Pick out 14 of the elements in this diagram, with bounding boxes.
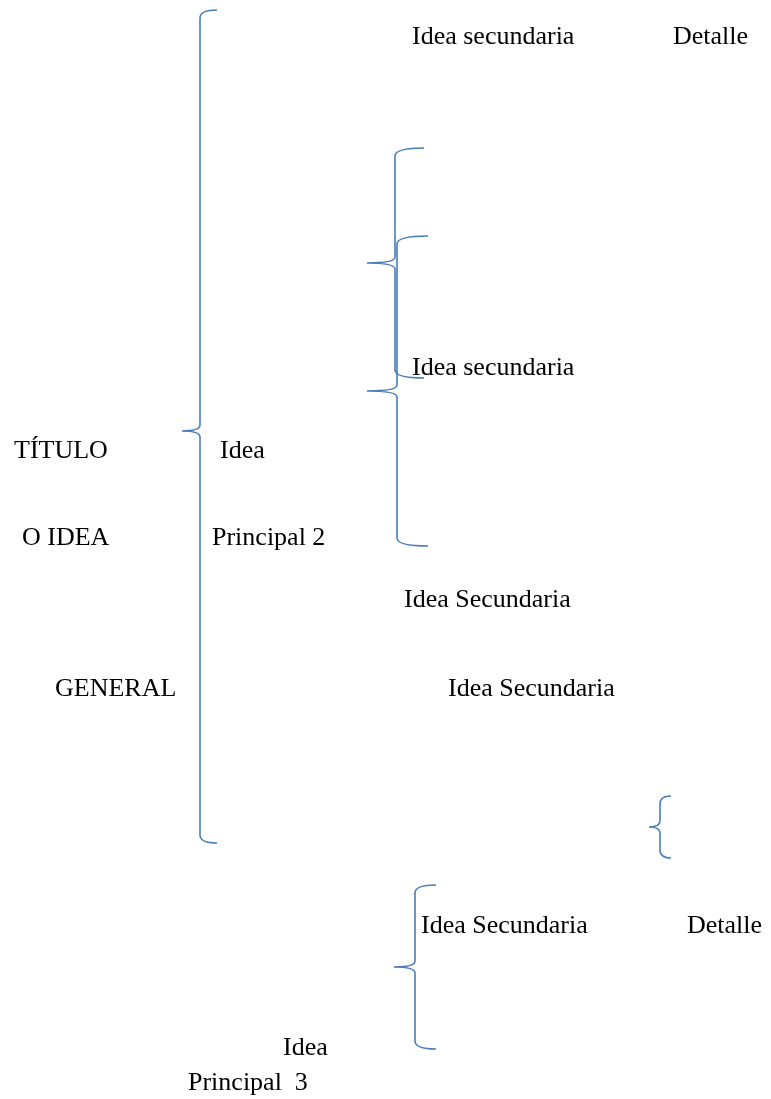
idea-label: Idea bbox=[283, 1032, 328, 1062]
idea-label: Principal 2 bbox=[212, 522, 326, 552]
idea-label: Idea Secundaria bbox=[448, 673, 615, 703]
idea-label: Idea secundaria bbox=[412, 21, 575, 51]
idea-label: Idea secundaria bbox=[412, 352, 575, 382]
idea-label: Idea Secundaria bbox=[421, 910, 588, 940]
title-label: GENERAL bbox=[55, 673, 177, 703]
title-label: O IDEA bbox=[22, 522, 110, 552]
idea-label: Idea bbox=[220, 435, 265, 465]
idea-label: Idea Secundaria bbox=[404, 584, 571, 614]
idea-label: Principal 3 bbox=[188, 1067, 308, 1097]
title-label: TÍTULO bbox=[14, 435, 108, 465]
detail-label: Detalle bbox=[687, 910, 763, 940]
detail-label: Detalle bbox=[673, 21, 749, 51]
